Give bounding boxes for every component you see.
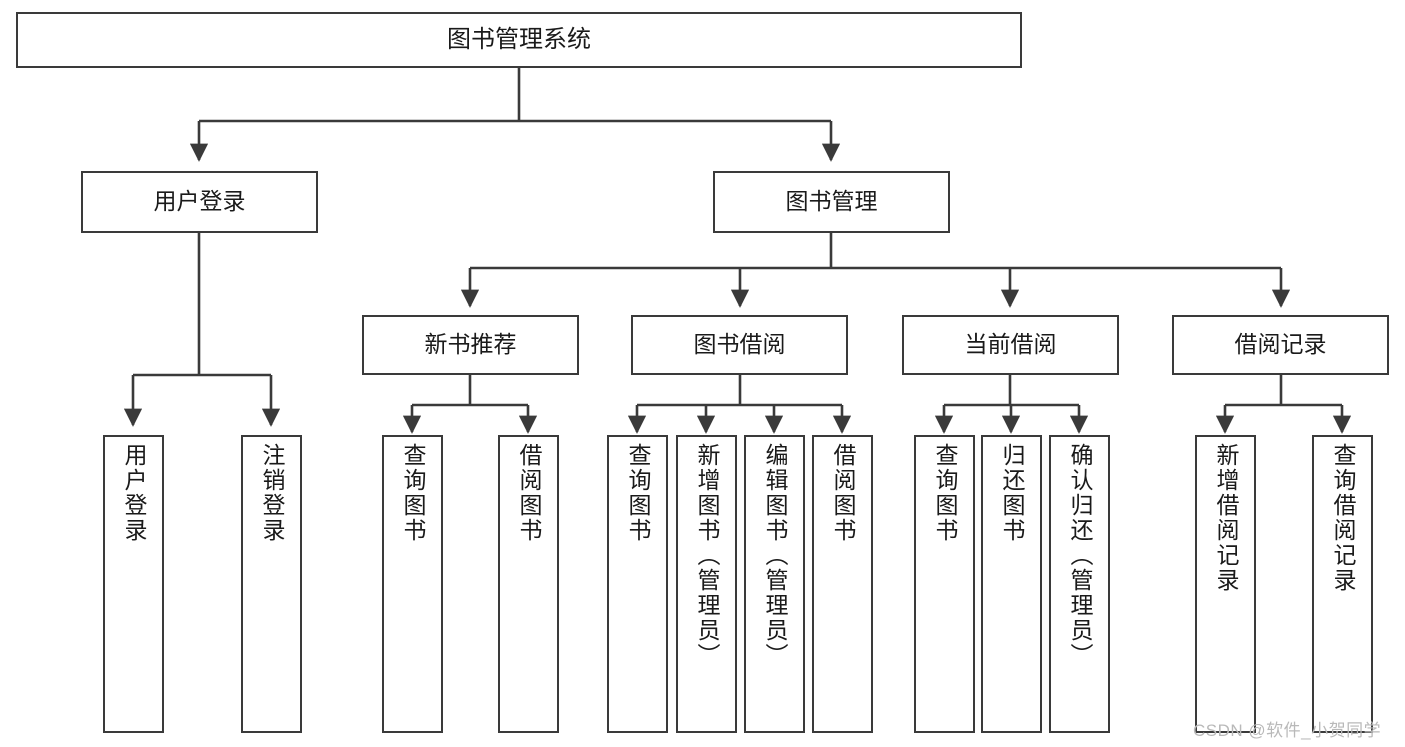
leaf-user-login-logout[interactable]: 注销登录 xyxy=(241,435,302,733)
node-label: 注销登录 xyxy=(259,443,285,543)
node-label: 借阅记录 xyxy=(1234,331,1327,358)
node-label: 确认归还（管理员） xyxy=(1067,443,1093,668)
leaf-borrow-record-query[interactable]: 查询借阅记录 xyxy=(1312,435,1373,733)
node-root-system[interactable]: 图书管理系统 xyxy=(16,12,1022,68)
node-label: 图书借阅 xyxy=(693,331,786,358)
leaf-current-borrow-query[interactable]: 查询图书 xyxy=(914,435,975,733)
leaf-current-borrow-return[interactable]: 归还图书 xyxy=(981,435,1042,733)
node-user-login[interactable]: 用户登录 xyxy=(81,171,318,233)
node-label: 查询图书 xyxy=(932,443,958,543)
leaf-borrow-record-add[interactable]: 新增借阅记录 xyxy=(1195,435,1256,733)
node-label: 查询图书 xyxy=(400,443,426,543)
node-label: 用户登录 xyxy=(121,443,147,543)
node-new-book-recommend[interactable]: 新书推荐 xyxy=(362,315,579,375)
leaf-user-login-login[interactable]: 用户登录 xyxy=(103,435,164,733)
leaf-book-borrow-query[interactable]: 查询图书 xyxy=(607,435,668,733)
csdn-watermark: CSDN @软件_小贺同学 xyxy=(1193,721,1382,740)
node-label: 查询借阅记录 xyxy=(1330,443,1356,593)
node-label: 当前借阅 xyxy=(964,331,1057,358)
leaf-book-borrow-borrow[interactable]: 借阅图书 xyxy=(812,435,873,733)
node-label: 新书推荐 xyxy=(424,331,517,358)
node-label: 新增图书（管理员） xyxy=(694,443,720,668)
node-book-borrow[interactable]: 图书借阅 xyxy=(631,315,848,375)
node-label: 图书管理 xyxy=(785,188,878,215)
leaf-book-borrow-add[interactable]: 新增图书（管理员） xyxy=(676,435,737,733)
node-label: 图书管理系统 xyxy=(447,25,591,53)
leaf-book-borrow-edit[interactable]: 编辑图书（管理员） xyxy=(744,435,805,733)
node-label: 借阅图书 xyxy=(516,443,542,543)
node-current-borrow[interactable]: 当前借阅 xyxy=(902,315,1119,375)
leaf-new-book-borrow[interactable]: 借阅图书 xyxy=(498,435,559,733)
node-label: 归还图书 xyxy=(999,443,1025,543)
node-book-management[interactable]: 图书管理 xyxy=(713,171,950,233)
leaf-new-book-query[interactable]: 查询图书 xyxy=(382,435,443,733)
node-label: 编辑图书（管理员） xyxy=(762,443,788,668)
node-label: 借阅图书 xyxy=(830,443,856,543)
node-label: 查询图书 xyxy=(625,443,651,543)
node-borrow-record[interactable]: 借阅记录 xyxy=(1172,315,1389,375)
node-label: 用户登录 xyxy=(153,188,246,215)
leaf-current-borrow-confirm[interactable]: 确认归还（管理员） xyxy=(1049,435,1110,733)
node-label: 新增借阅记录 xyxy=(1213,443,1239,593)
